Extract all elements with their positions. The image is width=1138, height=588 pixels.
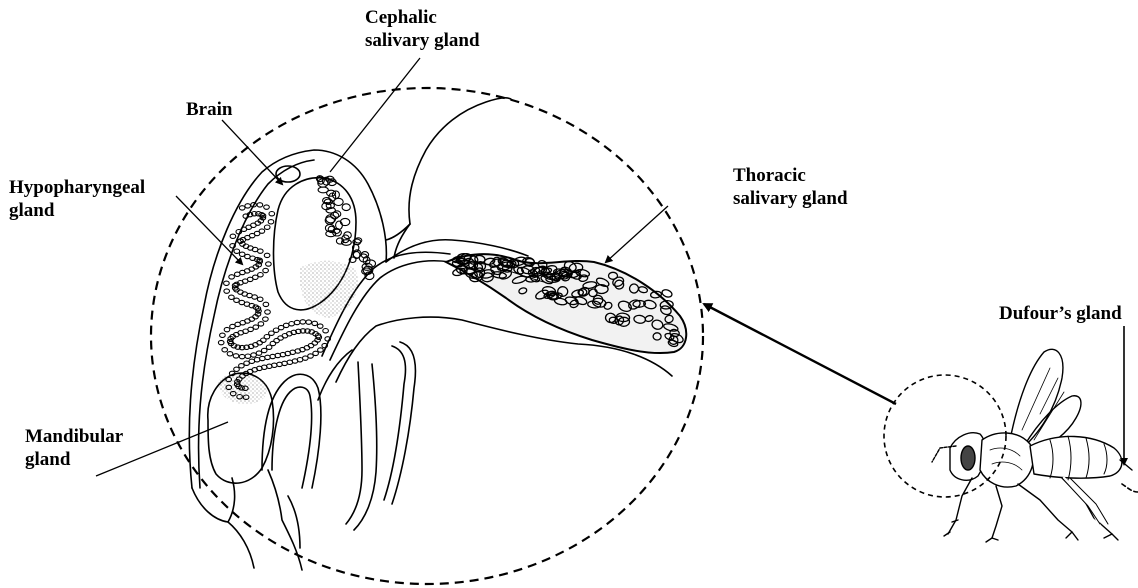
gland-bead <box>289 322 295 326</box>
label-thoracic-line-1: Thoracic <box>733 164 848 187</box>
label-cephalic-line-1: Cephalic <box>365 6 480 29</box>
gland-bead <box>269 212 275 216</box>
label-cephalic-salivary-gland: Cephalic salivary gland <box>365 6 480 52</box>
gland-bead <box>234 298 240 302</box>
gland-bead <box>265 310 271 314</box>
bee-leg-hind <box>1018 484 1072 532</box>
gland-bead <box>230 324 236 328</box>
gland-bead <box>239 206 245 210</box>
label-mandibular-line-2: gland <box>25 448 123 471</box>
gland-bead <box>264 225 270 229</box>
label-dufour-line-1: Dufour’s gland <box>999 302 1122 325</box>
gland-cell <box>661 288 673 298</box>
gland-bead <box>245 354 251 358</box>
arrow-cephalic <box>330 58 420 172</box>
gland-bead <box>268 220 274 224</box>
gland-bead <box>234 249 240 253</box>
bee-leg-front <box>948 478 972 534</box>
gland-bead <box>300 320 306 324</box>
gland-bead <box>222 348 228 352</box>
gland-bead <box>251 353 257 357</box>
gland-bead <box>318 348 324 352</box>
gland-cell <box>342 204 350 211</box>
bee-abdomen <box>1030 436 1122 478</box>
gland-bead <box>224 327 230 331</box>
gland-bead <box>266 262 272 266</box>
thoracic-salivary-gland <box>446 252 686 353</box>
gland-bead <box>258 249 264 253</box>
bee-compound-eye <box>961 446 975 470</box>
arrow-magnification <box>704 304 896 404</box>
gland-bead <box>218 340 224 344</box>
gland-cell <box>333 211 341 217</box>
label-hypopharyngeal-gland: Hypopharyngeal gland <box>9 176 145 222</box>
gland-bead <box>264 253 270 257</box>
gland-bead <box>261 348 267 352</box>
gland-bead <box>306 320 312 324</box>
gland-bead <box>263 317 269 321</box>
gland-bead <box>256 351 262 355</box>
gland-bead <box>244 361 250 365</box>
label-brain-line-1: Brain <box>186 98 232 121</box>
gland-bead <box>239 354 245 358</box>
gland-bead <box>229 275 235 279</box>
arrow-thoracic <box>606 206 668 262</box>
gland-bead <box>245 204 251 208</box>
gland-bead <box>235 272 241 276</box>
gland-bead <box>229 295 235 299</box>
gland-bead <box>257 203 263 207</box>
gland-bead <box>257 297 263 301</box>
gland-bead <box>263 268 269 272</box>
label-thoracic-salivary-gland: Thoracic salivary gland <box>733 164 848 210</box>
gland-cell <box>334 198 343 205</box>
label-mandibular-line-1: Mandibular <box>25 425 123 448</box>
gland-bead <box>220 333 226 337</box>
gland-bead <box>239 364 245 368</box>
gland-bead <box>323 329 329 333</box>
gland-bead <box>233 354 239 358</box>
gland-bead <box>224 281 230 285</box>
gland-bead <box>317 324 323 328</box>
label-brain: Brain <box>186 98 232 121</box>
honeybee-illustration <box>932 349 1138 542</box>
label-thoracic-line-2: salivary gland <box>733 187 848 210</box>
gland-bead <box>227 352 233 356</box>
gland-bead <box>234 367 240 371</box>
arrow-hypopharyngeal <box>176 196 242 264</box>
bee-stinger-dashes <box>1122 484 1138 492</box>
gland-bead <box>312 321 318 325</box>
gland-bead <box>258 322 264 326</box>
gland-bead <box>283 323 289 327</box>
gland-bead <box>263 302 269 306</box>
label-dufours-gland: Dufour’s gland <box>999 302 1122 325</box>
label-mandibular-gland: Mandibular gland <box>25 425 123 471</box>
gland-bead <box>264 205 270 209</box>
label-hypo-line-2: gland <box>9 199 145 222</box>
bee-leg-mid <box>992 486 1002 538</box>
label-cephalic-line-2: salivary gland <box>365 29 480 52</box>
gland-bead <box>230 234 236 238</box>
label-hypo-line-1: Hypopharyngeal <box>9 176 145 199</box>
gland-bead <box>224 289 230 293</box>
gland-bead <box>252 295 258 299</box>
gland-bead <box>294 320 300 324</box>
